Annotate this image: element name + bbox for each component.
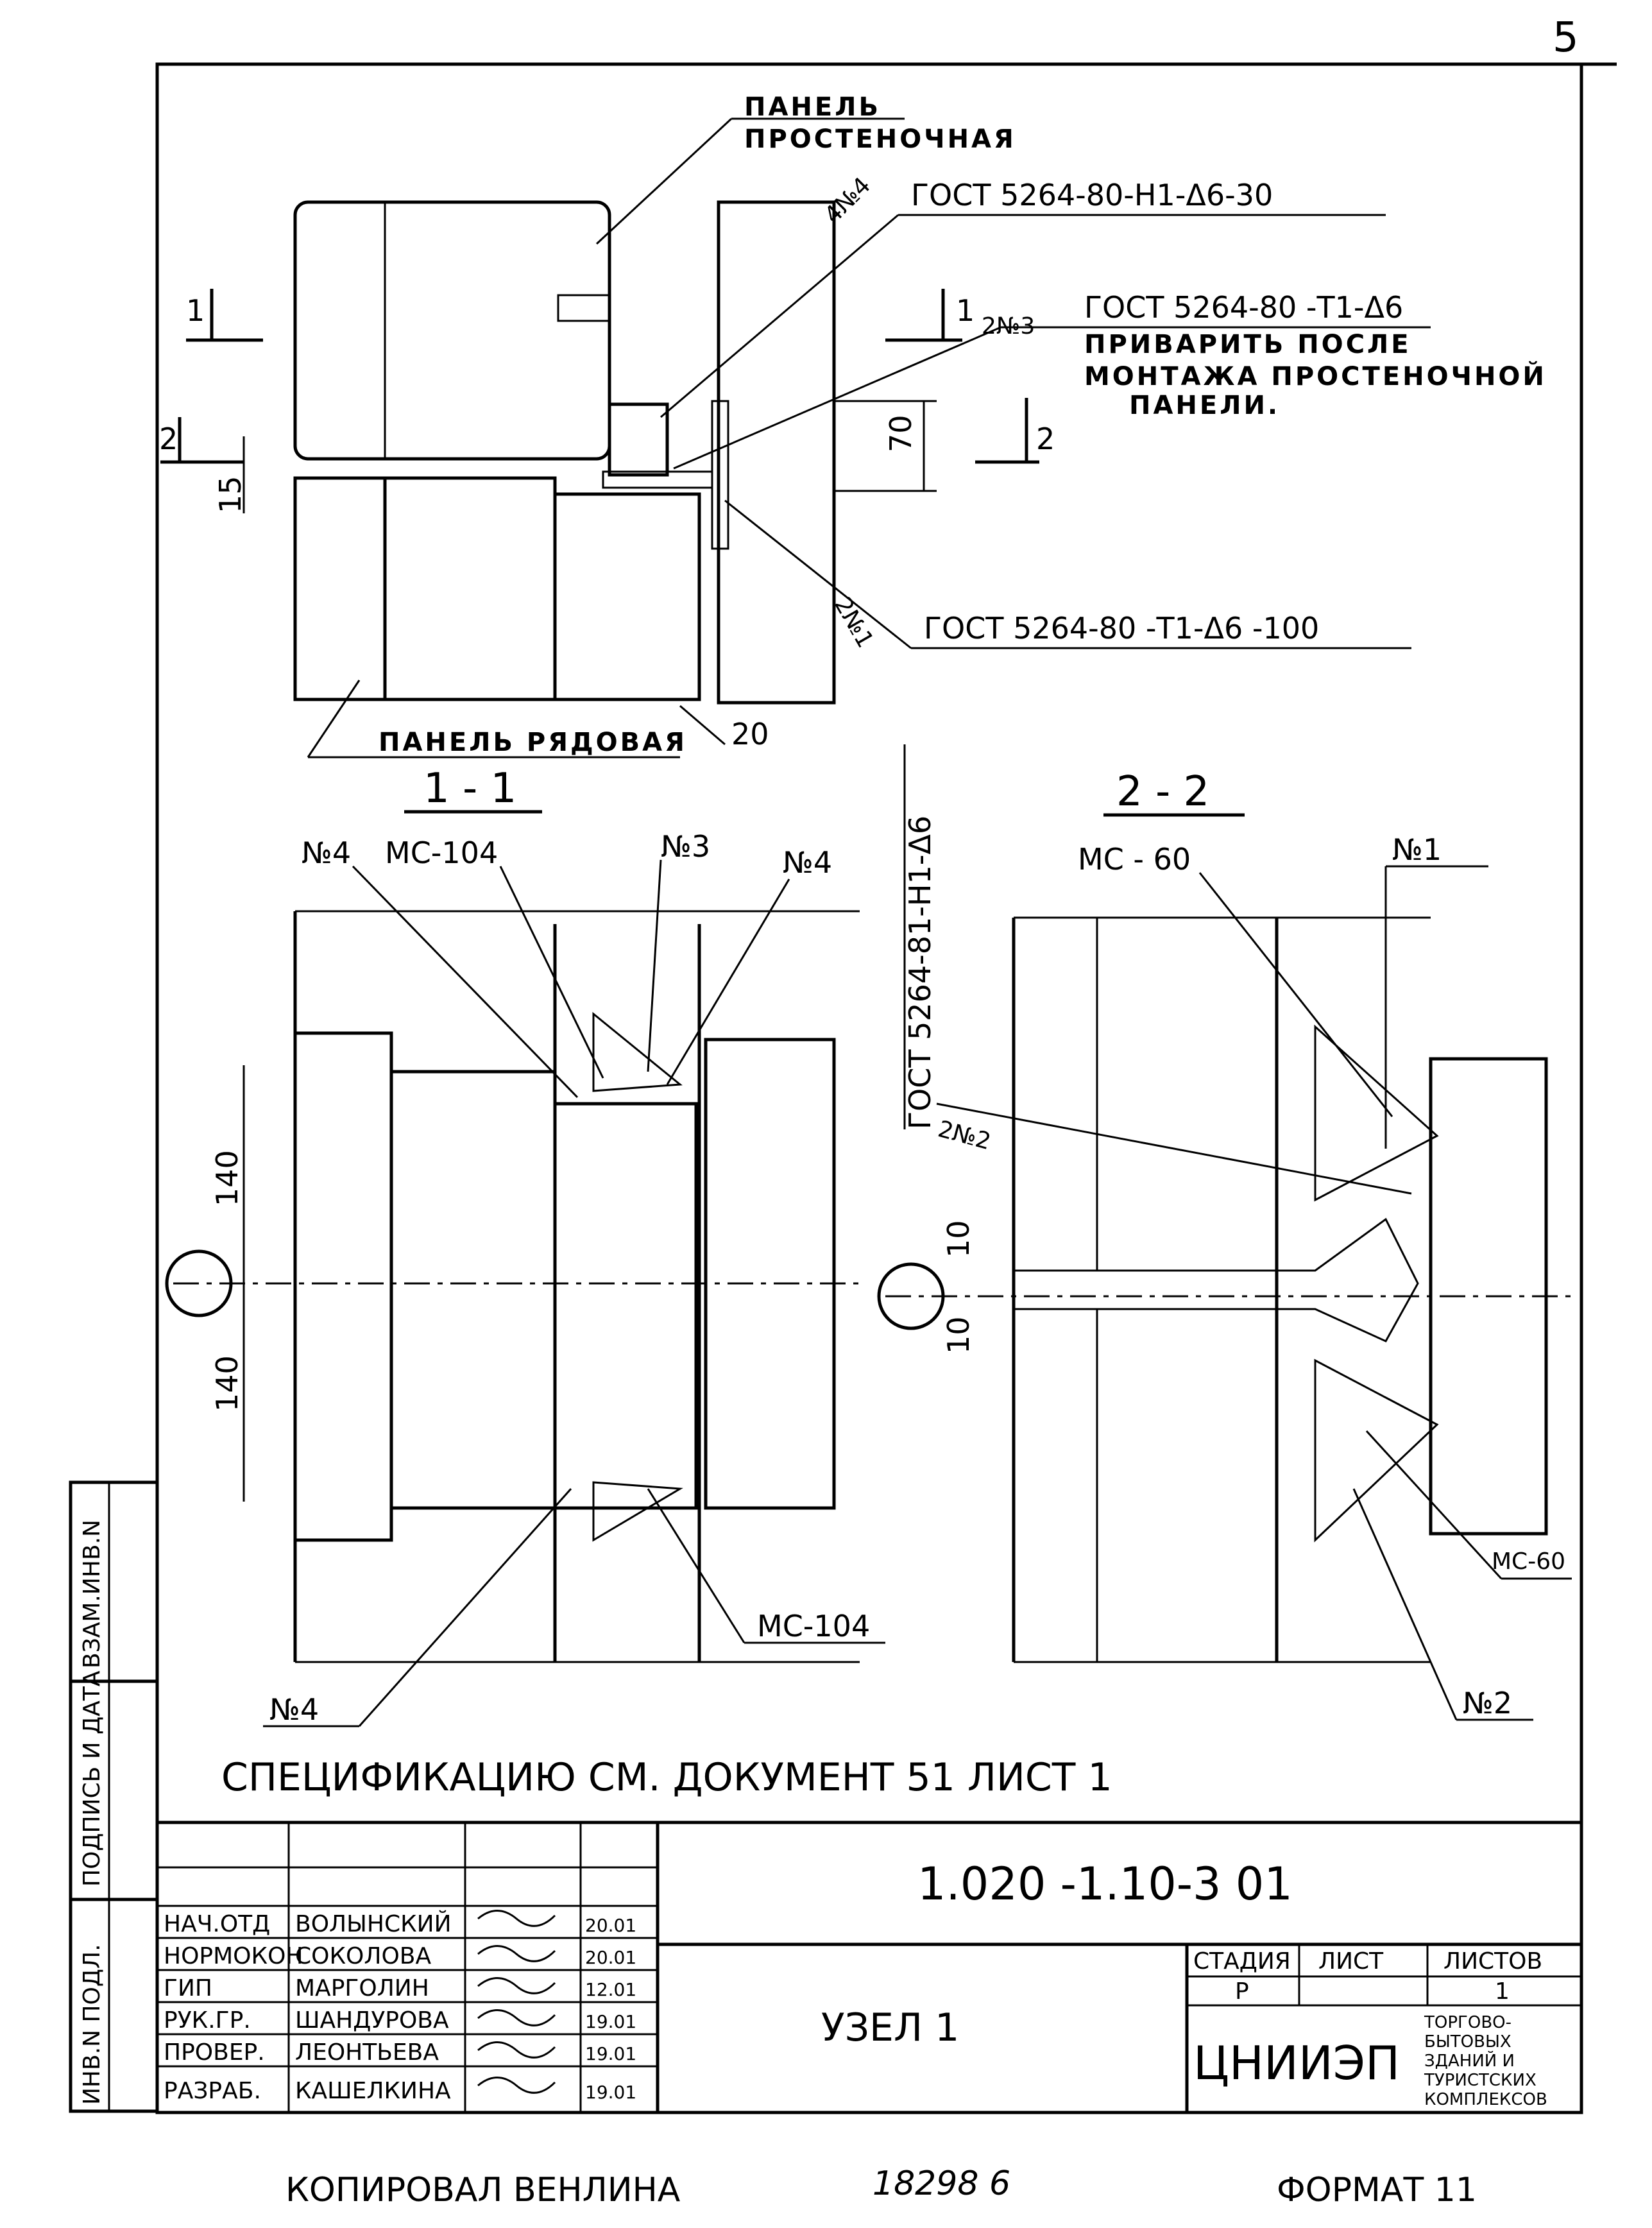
row-date: 19.01 — [585, 2082, 636, 2103]
org-sub-4: ТУРИСТСКИХ — [1424, 2071, 1537, 2090]
side-stamp-podpis: ПОДПИСЬ И ДАТА — [79, 1670, 105, 1887]
axis-bubble-left — [165, 1249, 233, 1317]
callout-4n4: 4№4 — [819, 173, 876, 229]
row-date: 20.01 — [585, 1915, 636, 1936]
dimension-10-lower: 10 — [941, 1316, 976, 1354]
sheets-header: ЛИСТОВ — [1443, 1948, 1542, 1975]
section-1-1-n3: №3 — [661, 829, 710, 864]
row-role: РАЗРАБ. — [164, 2078, 261, 2104]
section-1-1-n4-top-right: №4 — [783, 845, 832, 880]
section-1-1-mc104-top: МС-104 — [385, 836, 498, 870]
callout-2n2: 2№2 — [935, 1116, 994, 1155]
org-sub-3: ЗДАНИЙ И — [1424, 2050, 1515, 2071]
cut-marker-2-right: 2 — [1036, 422, 1055, 456]
section-2-2-mc60-bottom: МС-60 — [1492, 1548, 1565, 1575]
row-role: НОРМОКОН — [164, 1943, 303, 1969]
section-1-1-mc104-bottom: МС-104 — [757, 1609, 870, 1643]
row-name: СОКОЛОВА — [295, 1943, 431, 1969]
footer-number: 18298 6 — [873, 2164, 1010, 2203]
org-sub-2: БЫТОВЫХ — [1424, 2032, 1511, 2052]
callout-2n1: 2№1 — [829, 593, 878, 653]
row-name: КАШЕЛКИНА — [295, 2078, 451, 2104]
axis-bubble-right — [877, 1262, 945, 1330]
cut-marker-1-right: 1 — [956, 293, 975, 328]
row-date: 20.01 — [585, 1947, 636, 1968]
row-panel-insulation — [383, 476, 557, 701]
section-2-2-n1: №1 — [1392, 832, 1442, 867]
label-panel-pier-1: ПАНЕЛЬ — [744, 92, 881, 122]
org-sub-1: ТОРГОВО- — [1424, 2013, 1511, 2032]
dimension-10-upper: 10 — [941, 1220, 976, 1258]
label-panel-pier-2: ПРОСТЕНОЧНАЯ — [744, 124, 1016, 154]
row-date: 12.01 — [585, 1979, 636, 2000]
row-name: МАРГОЛИН — [295, 1975, 429, 2001]
row-role: НАЧ.ОТД — [164, 1911, 270, 1937]
stage-header: СТАДИЯ — [1193, 1948, 1291, 1975]
dimension-20: 20 — [731, 717, 769, 751]
signatures — [477, 1910, 556, 2094]
row-name: ШАНДУРОВА — [295, 2007, 449, 2034]
row-date: 19.01 — [585, 2011, 636, 2032]
row-role: РУК.ГР. — [164, 2007, 251, 2034]
gost-weld-4: ГОСТ 5264-80-Н1-Δ6-30 — [911, 178, 1273, 212]
footer-format: ФОРМАТ 11 — [1277, 2171, 1477, 2209]
org-name: ЦНИИЭП — [1193, 2036, 1400, 2090]
label-panel-row: ПАНЕЛЬ РЯДОВАЯ — [379, 728, 687, 757]
spec-note: СПЕЦИФИКАЦИЮ СМ. ДОКУМЕНТ 51 ЛИСТ 1 — [221, 1755, 1112, 1800]
dimension-140-upper: 140 — [210, 1150, 244, 1206]
row-date: 19.01 — [585, 2043, 636, 2064]
section-2-2-title: 2 - 2 — [1116, 768, 1209, 816]
section-1-1-title: 1 - 1 — [423, 765, 516, 812]
dimension-140-lower: 140 — [210, 1355, 244, 1412]
title-block-rows: НАЧ.ОТД ВОЛЫНСКИЙ 20.01 НОРМОКОН СОКОЛОВ… — [164, 1910, 636, 2104]
top-view: 1 1 2 2 70 15 20 ПАНЕЛЬ ПРОСТЕНОЧНАЯ 4№4… — [159, 92, 1547, 758]
row-name: ЛЕОНТЬЕВА — [295, 2039, 439, 2066]
footer-copied-by: КОПИРОВАЛ ВЕНЛИНА — [285, 2171, 681, 2209]
gost-weld-1: ГОСТ 5264-80 -Т1-Δ6 -100 — [924, 611, 1319, 646]
stage-value: Р — [1235, 1978, 1249, 2005]
row-name: ВОЛЫНСКИЙ — [295, 1910, 452, 1937]
side-stamp: ВЗАМ.ИНВ.N ПОДПИСЬ И ДАТА ИНВ.N ПОДЛ. — [69, 1480, 159, 2113]
section-2-2-n2: №2 — [1463, 1686, 1512, 1720]
page-number: 5 — [1553, 14, 1579, 62]
sheets-value: 1 — [1495, 1978, 1510, 2005]
section-1-1-n4-bottom: №4 — [269, 1692, 319, 1727]
row-panel-concrete-left — [293, 476, 387, 701]
row-panel-concrete-right — [553, 492, 701, 701]
sheet-header: ЛИСТ — [1318, 1948, 1384, 1975]
doc-code: 1.020 -1.10-3 01 — [917, 1858, 1293, 1910]
dimension-15: 15 — [213, 476, 248, 513]
note-weld-3-line2: МОНТАЖА ПРОСТЕНОЧНОЙ — [1084, 361, 1547, 391]
section-1-1: 1 - 1 140 140 №4 МС-104 №3 №4 МС-104 №4 — [165, 765, 885, 1727]
node-title: УЗЕЛ 1 — [821, 2005, 959, 2050]
cut-marker-2-left: 2 — [159, 422, 178, 456]
row-role: ГИП — [164, 1975, 212, 2001]
gost-weld-3: ГОСТ 5264-80 -Т1-Δ6 — [1084, 290, 1403, 325]
note-weld-3-line1: ПРИВАРИТЬ ПОСЛЕ — [1084, 330, 1411, 359]
org-sub-5: КОМПЛЕКСОВ — [1424, 2090, 1547, 2109]
title-block: 1.020 -1.10-3 01 УЗЕЛ 1 СТАДИЯ ЛИСТ ЛИСТ… — [155, 1821, 1583, 2114]
section-2-2-mc60-top: МС - 60 — [1078, 842, 1191, 877]
section-2-2: 2 - 2 10 10 ГОСТ 5264-81-Н1-Δ6 2№2 МС - … — [877, 744, 1572, 1721]
note-weld-3-line3: ПАНЕЛИ. — [1129, 391, 1280, 420]
gost-weld-vertical: ГОСТ 5264-81-Н1-Δ6 — [903, 816, 937, 1129]
callout-2n3: 2№3 — [982, 313, 1035, 339]
row-role: ПРОВЕР. — [164, 2039, 265, 2066]
side-stamp-vzam: ВЗАМ.ИНВ.N — [79, 1520, 105, 1668]
cut-marker-1-left: 1 — [186, 293, 205, 328]
section-1-1-n4-top-left: №4 — [302, 836, 351, 870]
side-stamp-inv: ИНВ.N ПОДЛ. — [79, 1944, 105, 2105]
dimension-70: 70 — [883, 415, 918, 452]
